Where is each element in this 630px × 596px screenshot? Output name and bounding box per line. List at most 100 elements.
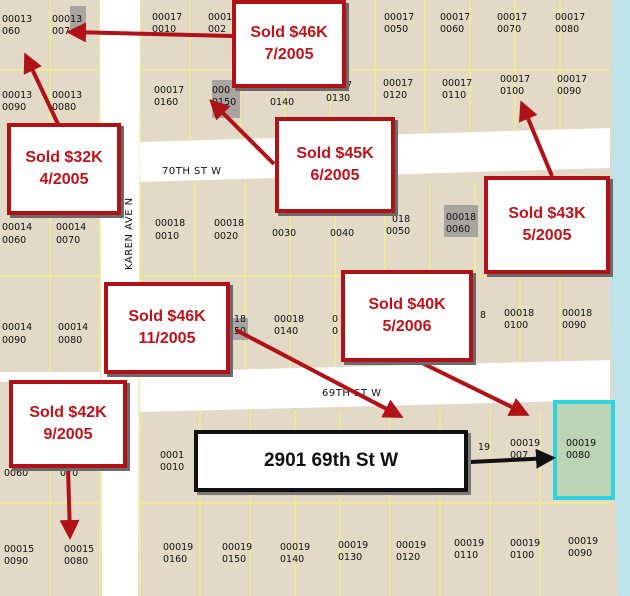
parcel-label: 0090 <box>562 320 586 331</box>
parcel-label: 00017 <box>384 12 414 23</box>
parcel-label: 00019 <box>280 542 310 553</box>
parcel-label: 0130 <box>338 552 362 563</box>
parcel-label: 00017 <box>557 74 587 85</box>
parcel-label: 00015 <box>4 544 34 555</box>
sale-date: 11/2005 <box>138 330 196 347</box>
parcel-label: 00017 <box>497 12 527 23</box>
parcel-label: 0150 <box>222 554 246 565</box>
parcel-label: 00017 <box>383 78 413 89</box>
parcel-label: 0090 <box>568 548 592 559</box>
parcel-label: 0020 <box>214 231 238 242</box>
parcel-label: 007 <box>510 450 528 461</box>
parcel-label: 0001 <box>160 450 184 461</box>
street-label-karen: KAREN AVE N <box>124 197 135 270</box>
parcel-label: 0080 <box>58 335 82 346</box>
parcel-label: 00019 <box>163 542 193 553</box>
parcel-label: 00017 <box>154 85 184 96</box>
parcel-label: 0090 <box>2 102 26 113</box>
parcel-label: 00018 <box>446 212 476 223</box>
parcel-label: 00017 <box>500 74 530 85</box>
parcel-label: 018 <box>392 214 410 225</box>
parcel-label: 0060 <box>4 468 28 479</box>
building-footprint <box>444 205 478 237</box>
sale-arrows <box>23 22 556 540</box>
parcel-label: 00017 <box>152 12 182 23</box>
sale-callout-40k-5-2006[interactable]: Sold $40K 5/2006 <box>341 270 473 362</box>
sale-price: Sold $45K <box>296 145 374 162</box>
parcel-label: 060 <box>2 26 20 37</box>
parcel-label: 0050 <box>386 226 410 237</box>
parcel-label: 00015 <box>64 544 94 555</box>
parcel-label: 0010 <box>155 231 179 242</box>
arrow-sale-42k-9-2005 <box>59 467 80 540</box>
sale-price: Sold $46K <box>128 308 206 325</box>
sale-callout-46k-11-2005[interactable]: Sold $46K 11/2005 <box>104 282 230 374</box>
parcel-label: 0080 <box>64 556 88 567</box>
parcel-label: 0070 <box>56 235 80 246</box>
parcel-label: 8 <box>480 310 486 321</box>
arrow-sale-43k-5-2005 <box>518 100 554 177</box>
parcel-label: 0130 <box>326 93 350 104</box>
sale-callout-45k-6-2005[interactable]: Sold $45K 6/2005 <box>275 117 395 213</box>
subject-address-callout[interactable]: 2901 69th St W <box>194 430 468 492</box>
parcel-label: 0050 <box>384 24 408 35</box>
parcel-label: 00017 <box>440 12 470 23</box>
parcel-label: 00019 <box>396 540 426 551</box>
parcel-label: 00017 <box>442 78 472 89</box>
parcel-label: 002 <box>208 24 226 35</box>
sale-price: Sold $46K <box>250 24 328 41</box>
parcel-label: 00014 <box>2 322 32 333</box>
parcel-label: 0090 <box>557 86 581 97</box>
parcel-label: 0160 <box>163 554 187 565</box>
parcel-label: 0060 <box>440 24 464 35</box>
sale-price: Sold $32K <box>25 149 103 166</box>
parcel-label: 007 <box>52 26 70 37</box>
parcel-label: 0140 <box>280 554 304 565</box>
arrow-sale-32k-4-2005 <box>23 52 60 125</box>
parcel-label: 0100 <box>504 320 528 331</box>
parcel-label: 0080 <box>566 450 590 461</box>
parcel-label: 00014 <box>56 222 86 233</box>
arrow-sale-46k-11-2005 <box>235 328 404 418</box>
parcel-label: 0100 <box>510 550 534 561</box>
parcel-label: 00013 <box>52 90 82 101</box>
parcel-label: 0140 <box>274 326 298 337</box>
sale-date: 5/2005 <box>522 227 572 244</box>
parcel-label: 00019 <box>454 538 484 549</box>
parcel-label: 00018 <box>504 308 534 319</box>
street-label-69th: 69TH ST W <box>322 388 382 399</box>
parcel-label: 000 <box>212 85 230 96</box>
parcel-label: 0090 <box>4 556 28 567</box>
sale-price: Sold $43K <box>508 205 586 222</box>
parcel-label: 00017 <box>208 12 238 23</box>
sale-price: Sold $42K <box>29 404 107 421</box>
sale-callout-42k-9-2005[interactable]: Sold $42K 9/2005 <box>9 380 127 468</box>
parcel-label: 0060 <box>446 224 470 235</box>
parcel-label: 0080 <box>52 102 76 113</box>
sale-date: 9/2005 <box>43 426 93 443</box>
parcel-label: 0120 <box>396 552 420 563</box>
parcel-label: 0110 <box>454 550 478 561</box>
parcel-label: 00013 <box>52 14 82 25</box>
arrow-sale-45k-6-2005 <box>209 99 276 166</box>
parcel-label: 0070 <box>497 24 521 35</box>
sale-price: Sold $40K <box>368 296 446 313</box>
sale-date: 4/2005 <box>39 171 89 188</box>
parcel-label: 0 <box>332 314 338 325</box>
parcel-label: 00018 <box>562 308 592 319</box>
parcel-labels: 00013 060 00013 007 00017 0010 00017 002… <box>2 12 598 567</box>
sale-callout-46k-7-2005[interactable]: Sold $46K 7/2005 <box>232 0 346 88</box>
parcel-label: 0120 <box>383 90 407 101</box>
parcel-label: 00018 <box>274 314 304 325</box>
sale-callout-32k-4-2005[interactable]: Sold $32K 4/2005 <box>7 123 121 215</box>
parcel-label: 0040 <box>330 228 354 239</box>
parcel-label: 00019 <box>568 536 598 547</box>
sale-date: 7/2005 <box>264 46 314 63</box>
sale-callout-43k-5-2005[interactable]: Sold $43K 5/2005 <box>484 176 610 274</box>
parcel-label: 0100 <box>500 86 524 97</box>
arrow-sale-40k-5-2006 <box>419 360 530 416</box>
parcel-label: 0 <box>332 326 338 337</box>
